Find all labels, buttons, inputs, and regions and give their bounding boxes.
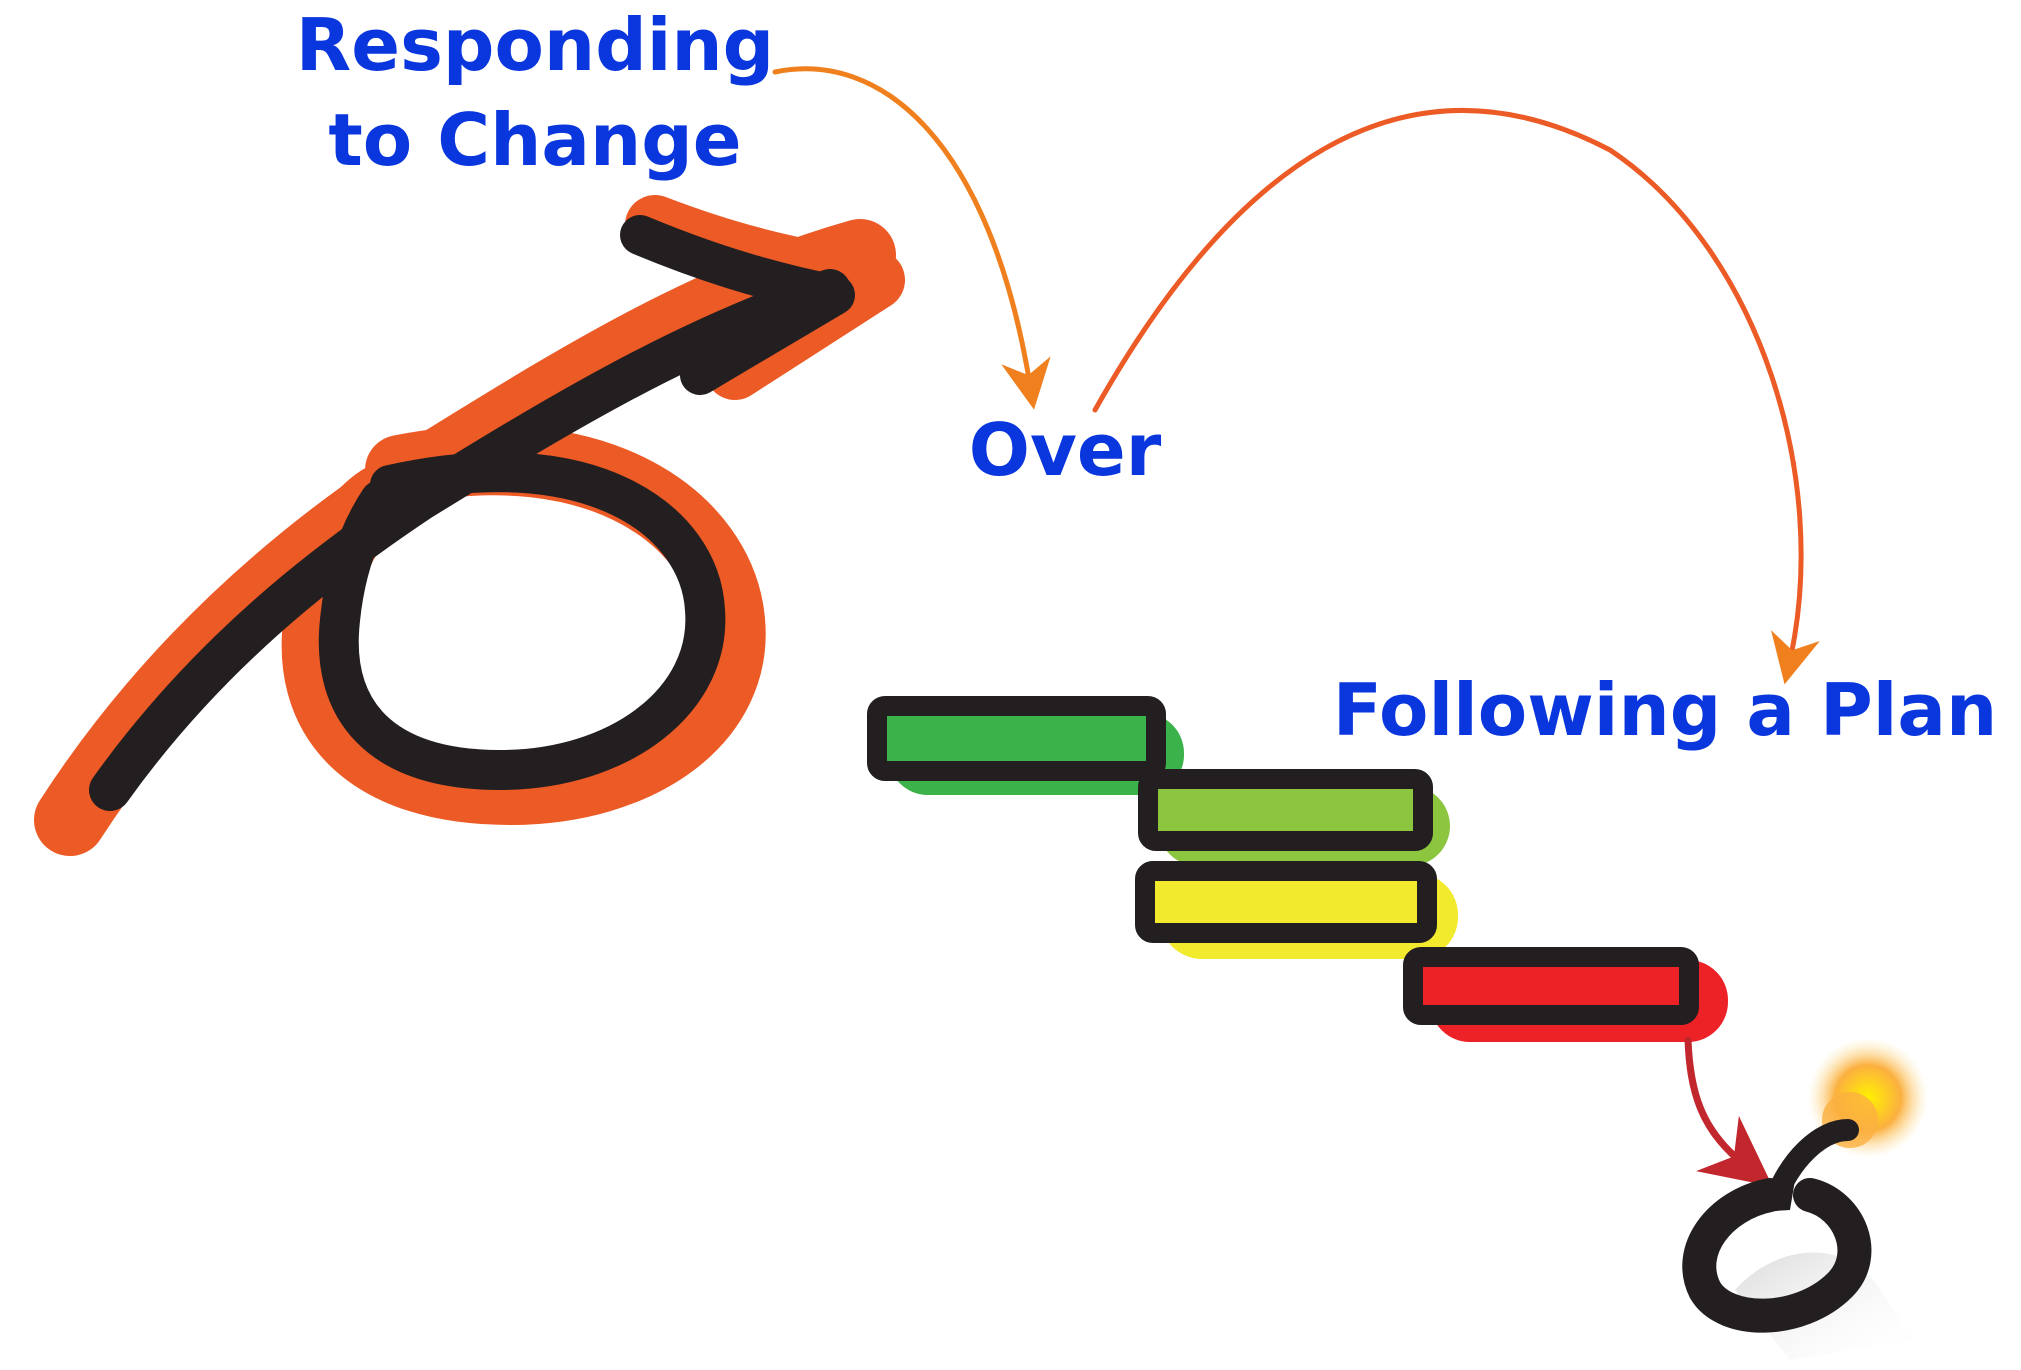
label-over: Over [969,408,1162,492]
plan-step-bar-light-green [1138,769,1450,866]
plan-step-bar-red [1403,947,1728,1042]
arrow-responding-to-over [772,66,1051,410]
label-following-a-plan: Following a Plan [1333,668,1998,752]
bomb-icon [1682,1038,1928,1360]
plan-steps [867,696,1728,1042]
arrow-over-to-plan [1092,108,1820,685]
label-to-change: to Change [328,98,741,182]
plan-step-bar-yellow [1135,861,1458,959]
label-responding: Responding [296,3,774,87]
plan-step-bar-green [867,696,1184,795]
arrow-plan-to-bomb [1684,1036,1773,1187]
looping-arrow-icon [34,195,905,856]
